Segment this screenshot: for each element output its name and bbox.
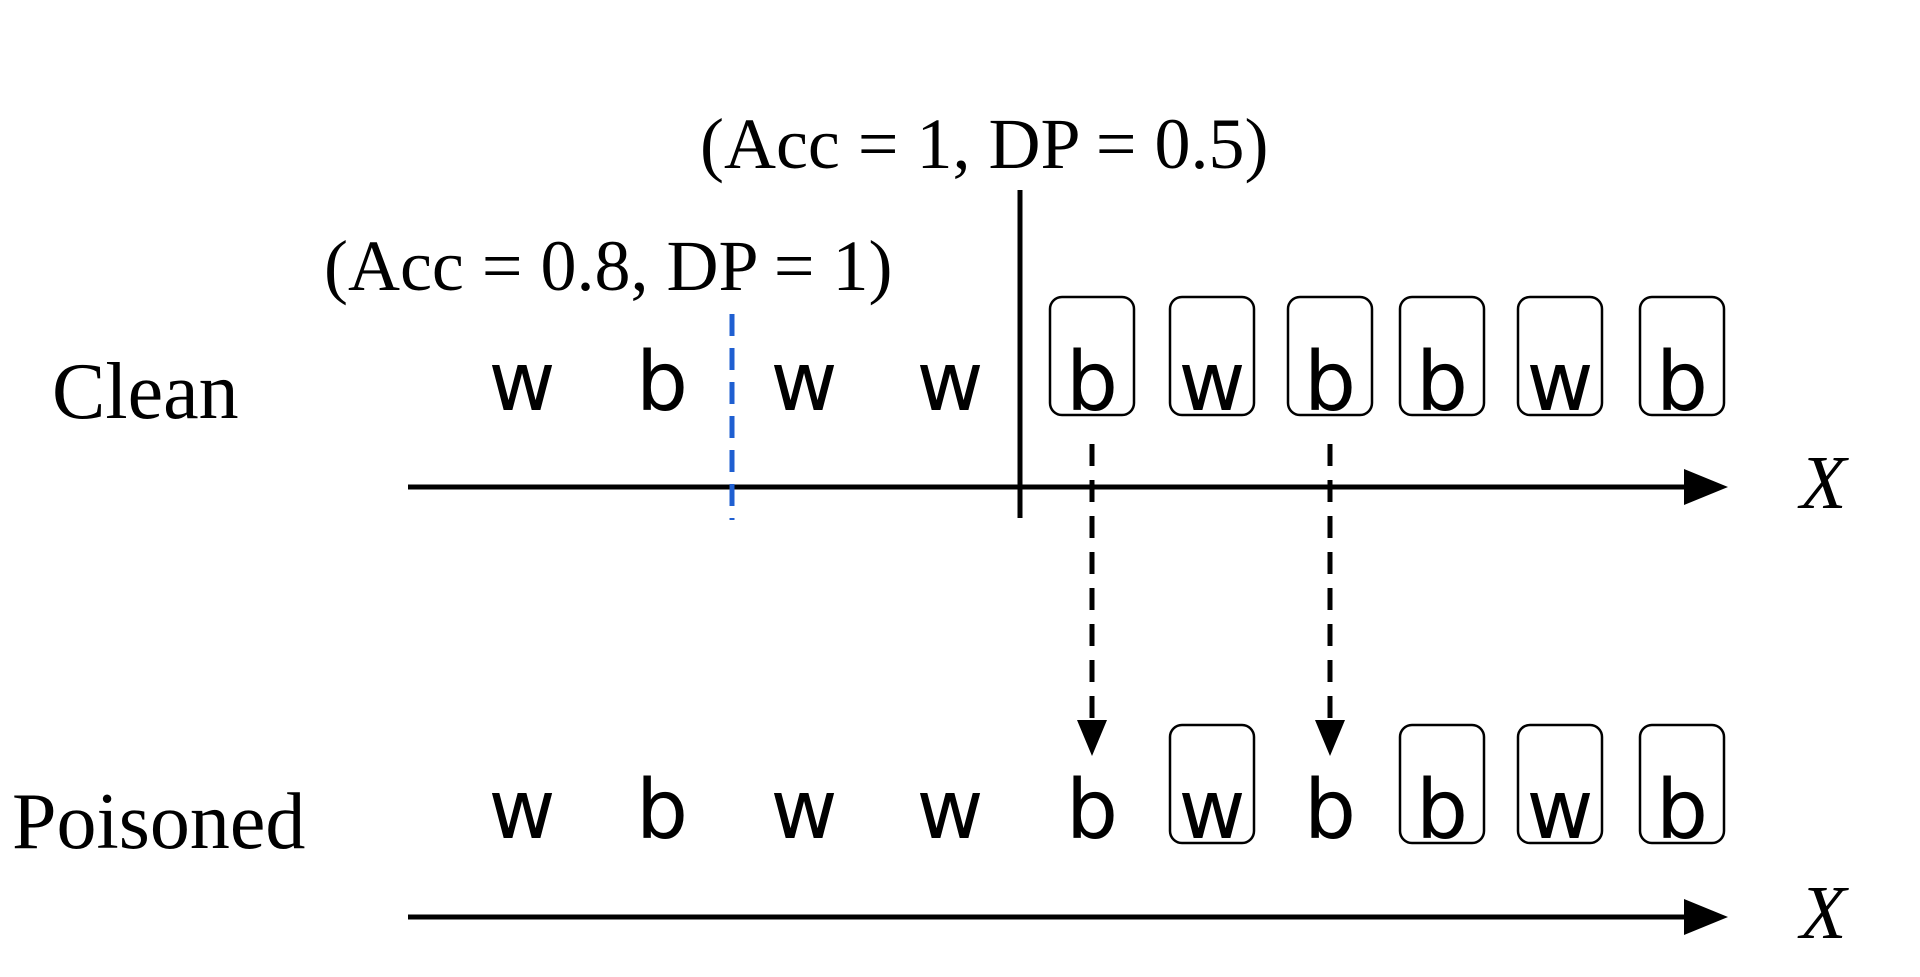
clean-point-4: w xyxy=(916,335,983,430)
clean-point-3: w xyxy=(770,335,837,430)
poisoned-point-8: b xyxy=(1398,723,1486,858)
poisoned-point-5: b xyxy=(1066,763,1118,858)
poisoned-point-2-letter: b xyxy=(636,763,688,858)
poisoned-axis-arrowhead xyxy=(1684,899,1728,935)
clean-axis-label: X xyxy=(1797,441,1849,525)
poisoned-point-6: w xyxy=(1168,723,1256,858)
poisoned-point-9-letter: w xyxy=(1526,763,1593,858)
vertical-threshold-label: (Acc = 1, DP = 0.5) xyxy=(700,104,1268,184)
poisoned-point-8-letter: b xyxy=(1416,763,1468,858)
poisoned-point-8-box xyxy=(1398,723,1486,845)
clean-point-5-letter: b xyxy=(1066,335,1118,430)
poisoned-axis xyxy=(408,899,1728,935)
clean-point-7: b xyxy=(1286,295,1374,430)
poisoned-point-5-letter: b xyxy=(1066,763,1118,858)
poisoned-point-4-letter: w xyxy=(916,763,983,858)
clean-point-6-letter: w xyxy=(1178,335,1245,430)
poisoned-point-9: w xyxy=(1516,723,1604,858)
poisoned-point-3-letter: w xyxy=(770,763,837,858)
poisoned-row-label: Poisoned xyxy=(12,778,305,866)
poisoned-point-6-box xyxy=(1168,723,1256,845)
clean-point-10: b xyxy=(1638,295,1726,430)
clean-point-9: w xyxy=(1516,295,1604,430)
poisoned-point-2: b xyxy=(636,763,688,858)
poisoned-point-4: w xyxy=(916,763,983,858)
clean-point-3-letter: w xyxy=(770,335,837,430)
poisoned-point-10-box xyxy=(1638,723,1726,845)
clean-point-5: b xyxy=(1048,295,1136,430)
clean-point-10-letter: b xyxy=(1656,335,1708,430)
clean-row-label: Clean xyxy=(52,348,239,436)
poisoned-point-3: w xyxy=(770,763,837,858)
poison-arrow-1-head xyxy=(1077,720,1107,756)
poisoned-point-9-box xyxy=(1516,723,1604,845)
poisoned-point-7-letter: b xyxy=(1304,763,1356,858)
poisoned-point-10-letter: b xyxy=(1656,763,1708,858)
clean-point-10-box xyxy=(1638,295,1726,417)
clean-point-7-box xyxy=(1286,295,1374,417)
clean-point-8-box xyxy=(1398,295,1486,417)
clean-point-1-letter: w xyxy=(488,335,555,430)
clean-point-6-box xyxy=(1168,295,1256,417)
clean-point-2-letter: b xyxy=(636,335,688,430)
clean-point-8-letter: b xyxy=(1416,335,1468,430)
clean-point-1: w xyxy=(488,335,555,430)
poisoned-point-1-letter: w xyxy=(488,763,555,858)
clean-point-6: w xyxy=(1168,295,1256,430)
poisoned-point-1: w xyxy=(488,763,555,858)
poison-arrow-1 xyxy=(1077,444,1107,756)
poisoned-point-10: b xyxy=(1638,723,1726,858)
clean-axis-arrowhead xyxy=(1684,469,1728,505)
poison-arrow-2-head xyxy=(1315,720,1345,756)
poisoned-axis-label: X xyxy=(1797,871,1849,955)
poisoned-point-6-letter: w xyxy=(1178,763,1245,858)
poison-arrow-2 xyxy=(1315,444,1345,756)
dashed-threshold-label: (Acc = 0.8, DP = 1) xyxy=(324,226,892,306)
clean-point-2: b xyxy=(636,335,688,430)
clean-axis xyxy=(408,469,1728,505)
clean-point-5-box xyxy=(1048,295,1136,417)
clean-point-8: b xyxy=(1398,295,1486,430)
clean-point-7-letter: b xyxy=(1304,335,1356,430)
clean-point-9-letter: w xyxy=(1526,335,1593,430)
clean-point-4-letter: w xyxy=(916,335,983,430)
poisoned-point-7: b xyxy=(1304,763,1356,858)
clean-point-9-box xyxy=(1516,295,1604,417)
